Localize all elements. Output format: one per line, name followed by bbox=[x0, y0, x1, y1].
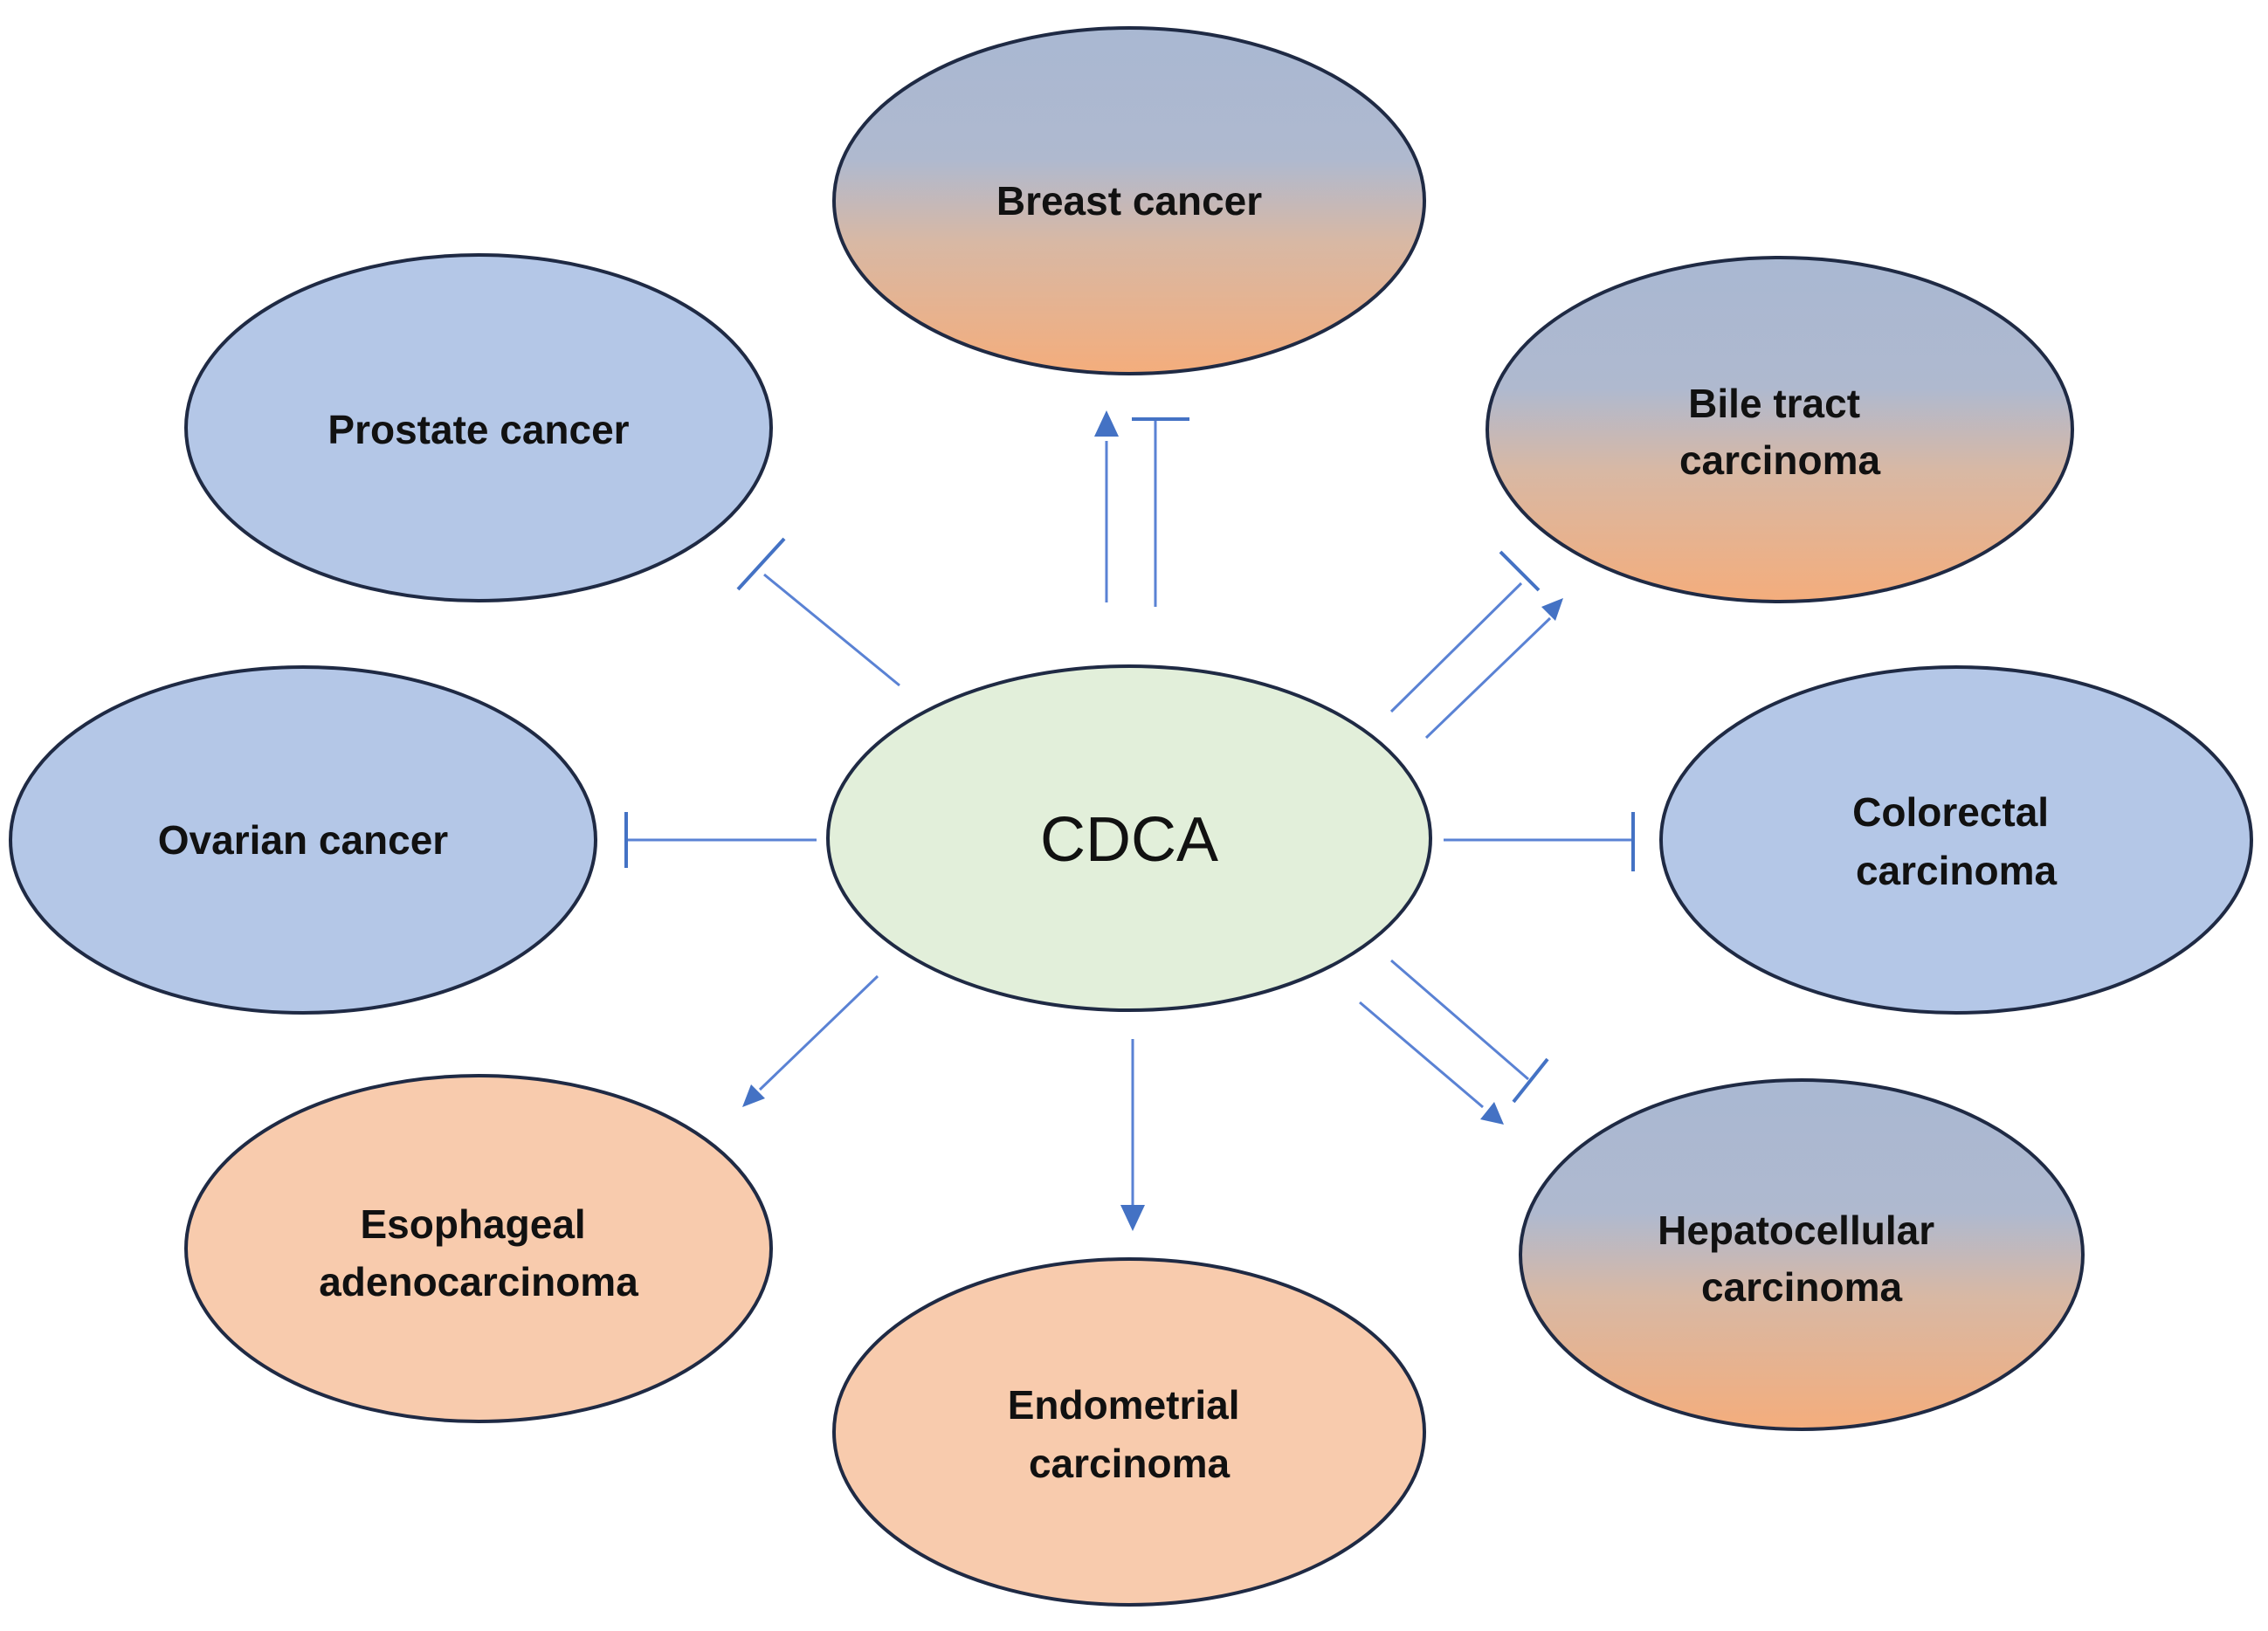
arrowhead-bile bbox=[1541, 598, 1563, 621]
node-breast-cancer-label: Breast cancer bbox=[996, 178, 1262, 224]
node-colorectal-carcinoma-line-1: Colorectal bbox=[1852, 789, 2049, 835]
node-esophageal-adenocarcinoma: Esophageal adenocarcinoma bbox=[184, 1074, 773, 1423]
node-endometrial-carcinoma-shape bbox=[832, 1257, 1426, 1607]
inhibit-bar-prostate bbox=[736, 537, 786, 591]
node-bile-tract-carcinoma-line-2: carcinoma bbox=[1679, 437, 1881, 483]
node-esophageal-adenocarcinoma-line-1: Esophageal bbox=[361, 1201, 586, 1247]
node-colorectal-carcinoma-line-2: carcinoma bbox=[1856, 848, 2058, 893]
edge-bile-inhibit bbox=[1389, 582, 1523, 713]
node-ovarian-cancer-shape bbox=[9, 665, 597, 1015]
arrowhead-breast bbox=[1094, 410, 1119, 437]
edge-prostate-inhibit bbox=[763, 573, 900, 687]
edge-esophageal-promote bbox=[758, 974, 879, 1091]
node-bile-tract-carcinoma-shape bbox=[1486, 256, 2074, 603]
node-endometrial-carcinoma-line-1: Endometrial bbox=[1008, 1382, 1240, 1428]
node-prostate-cancer-line-1: Prostate cancer bbox=[327, 407, 629, 452]
node-ovarian-cancer-line-1: Ovarian cancer bbox=[158, 817, 449, 863]
node-colorectal-carcinoma: Colorectal carcinoma bbox=[1659, 665, 2253, 1015]
node-colorectal-carcinoma-shape bbox=[1659, 665, 2253, 1015]
node-hepatocellular-carcinoma-shape bbox=[1519, 1078, 2085, 1431]
edge-hepato-inhibit bbox=[1390, 959, 1529, 1081]
node-prostate-cancer: Prostate cancer bbox=[184, 253, 773, 602]
node-cdca-label: CDCA bbox=[1040, 805, 1218, 875]
edge-hepato-promote bbox=[1359, 1001, 1484, 1109]
node-hepatocellular-carcinoma-line-2: carcinoma bbox=[1701, 1264, 1903, 1310]
arrowhead-esophageal bbox=[742, 1084, 765, 1107]
node-breast-cancer-line-1: Breast cancer bbox=[996, 178, 1262, 224]
node-bile-tract-carcinoma: Bile tract carcinoma bbox=[1486, 256, 2074, 603]
node-ovarian-cancer-label: Ovarian cancer bbox=[158, 817, 449, 863]
node-hepatocellular-carcinoma-label: Hepatocellular carcinoma bbox=[1658, 1208, 1946, 1310]
arrowhead-endometrial bbox=[1120, 1205, 1145, 1231]
node-bile-tract-carcinoma-line-1: Bile tract bbox=[1688, 381, 1860, 426]
inhibit-bar-bile bbox=[1499, 550, 1541, 592]
node-endometrial-carcinoma-line-2: carcinoma bbox=[1029, 1441, 1231, 1486]
edges bbox=[624, 410, 1635, 1231]
node-colorectal-carcinoma-label: Colorectal carcinoma bbox=[1852, 789, 2060, 893]
edge-bile-promote bbox=[1424, 616, 1552, 740]
node-bile-tract-carcinoma-label: Bile tract carcinoma bbox=[1679, 381, 1881, 483]
node-endometrial-carcinoma: Endometrial carcinoma bbox=[832, 1257, 1426, 1607]
node-prostate-cancer-label: Prostate cancer bbox=[327, 407, 629, 452]
node-hepatocellular-carcinoma: Hepatocellular carcinoma bbox=[1519, 1078, 2085, 1431]
node-prostate-cancer-shape bbox=[184, 253, 773, 602]
node-esophageal-adenocarcinoma-label: Esophageal adenocarcinoma bbox=[319, 1201, 638, 1304]
node-ovarian-cancer: Ovarian cancer bbox=[9, 665, 597, 1015]
node-esophageal-adenocarcinoma-line-2: adenocarcinoma bbox=[319, 1259, 638, 1304]
node-esophageal-adenocarcinoma-shape bbox=[184, 1074, 773, 1423]
node-endometrial-carcinoma-label: Endometrial carcinoma bbox=[1008, 1382, 1251, 1486]
node-hepatocellular-carcinoma-line-1: Hepatocellular bbox=[1658, 1208, 1934, 1253]
inhibit-bar-hepato bbox=[1512, 1057, 1549, 1104]
node-breast-cancer: Breast cancer bbox=[832, 26, 1426, 375]
node-breast-cancer-shape bbox=[832, 26, 1426, 375]
arrowhead-hepato bbox=[1480, 1102, 1504, 1125]
node-cdca: CDCA bbox=[826, 664, 1432, 1012]
node-cdca-shape bbox=[826, 664, 1432, 1012]
